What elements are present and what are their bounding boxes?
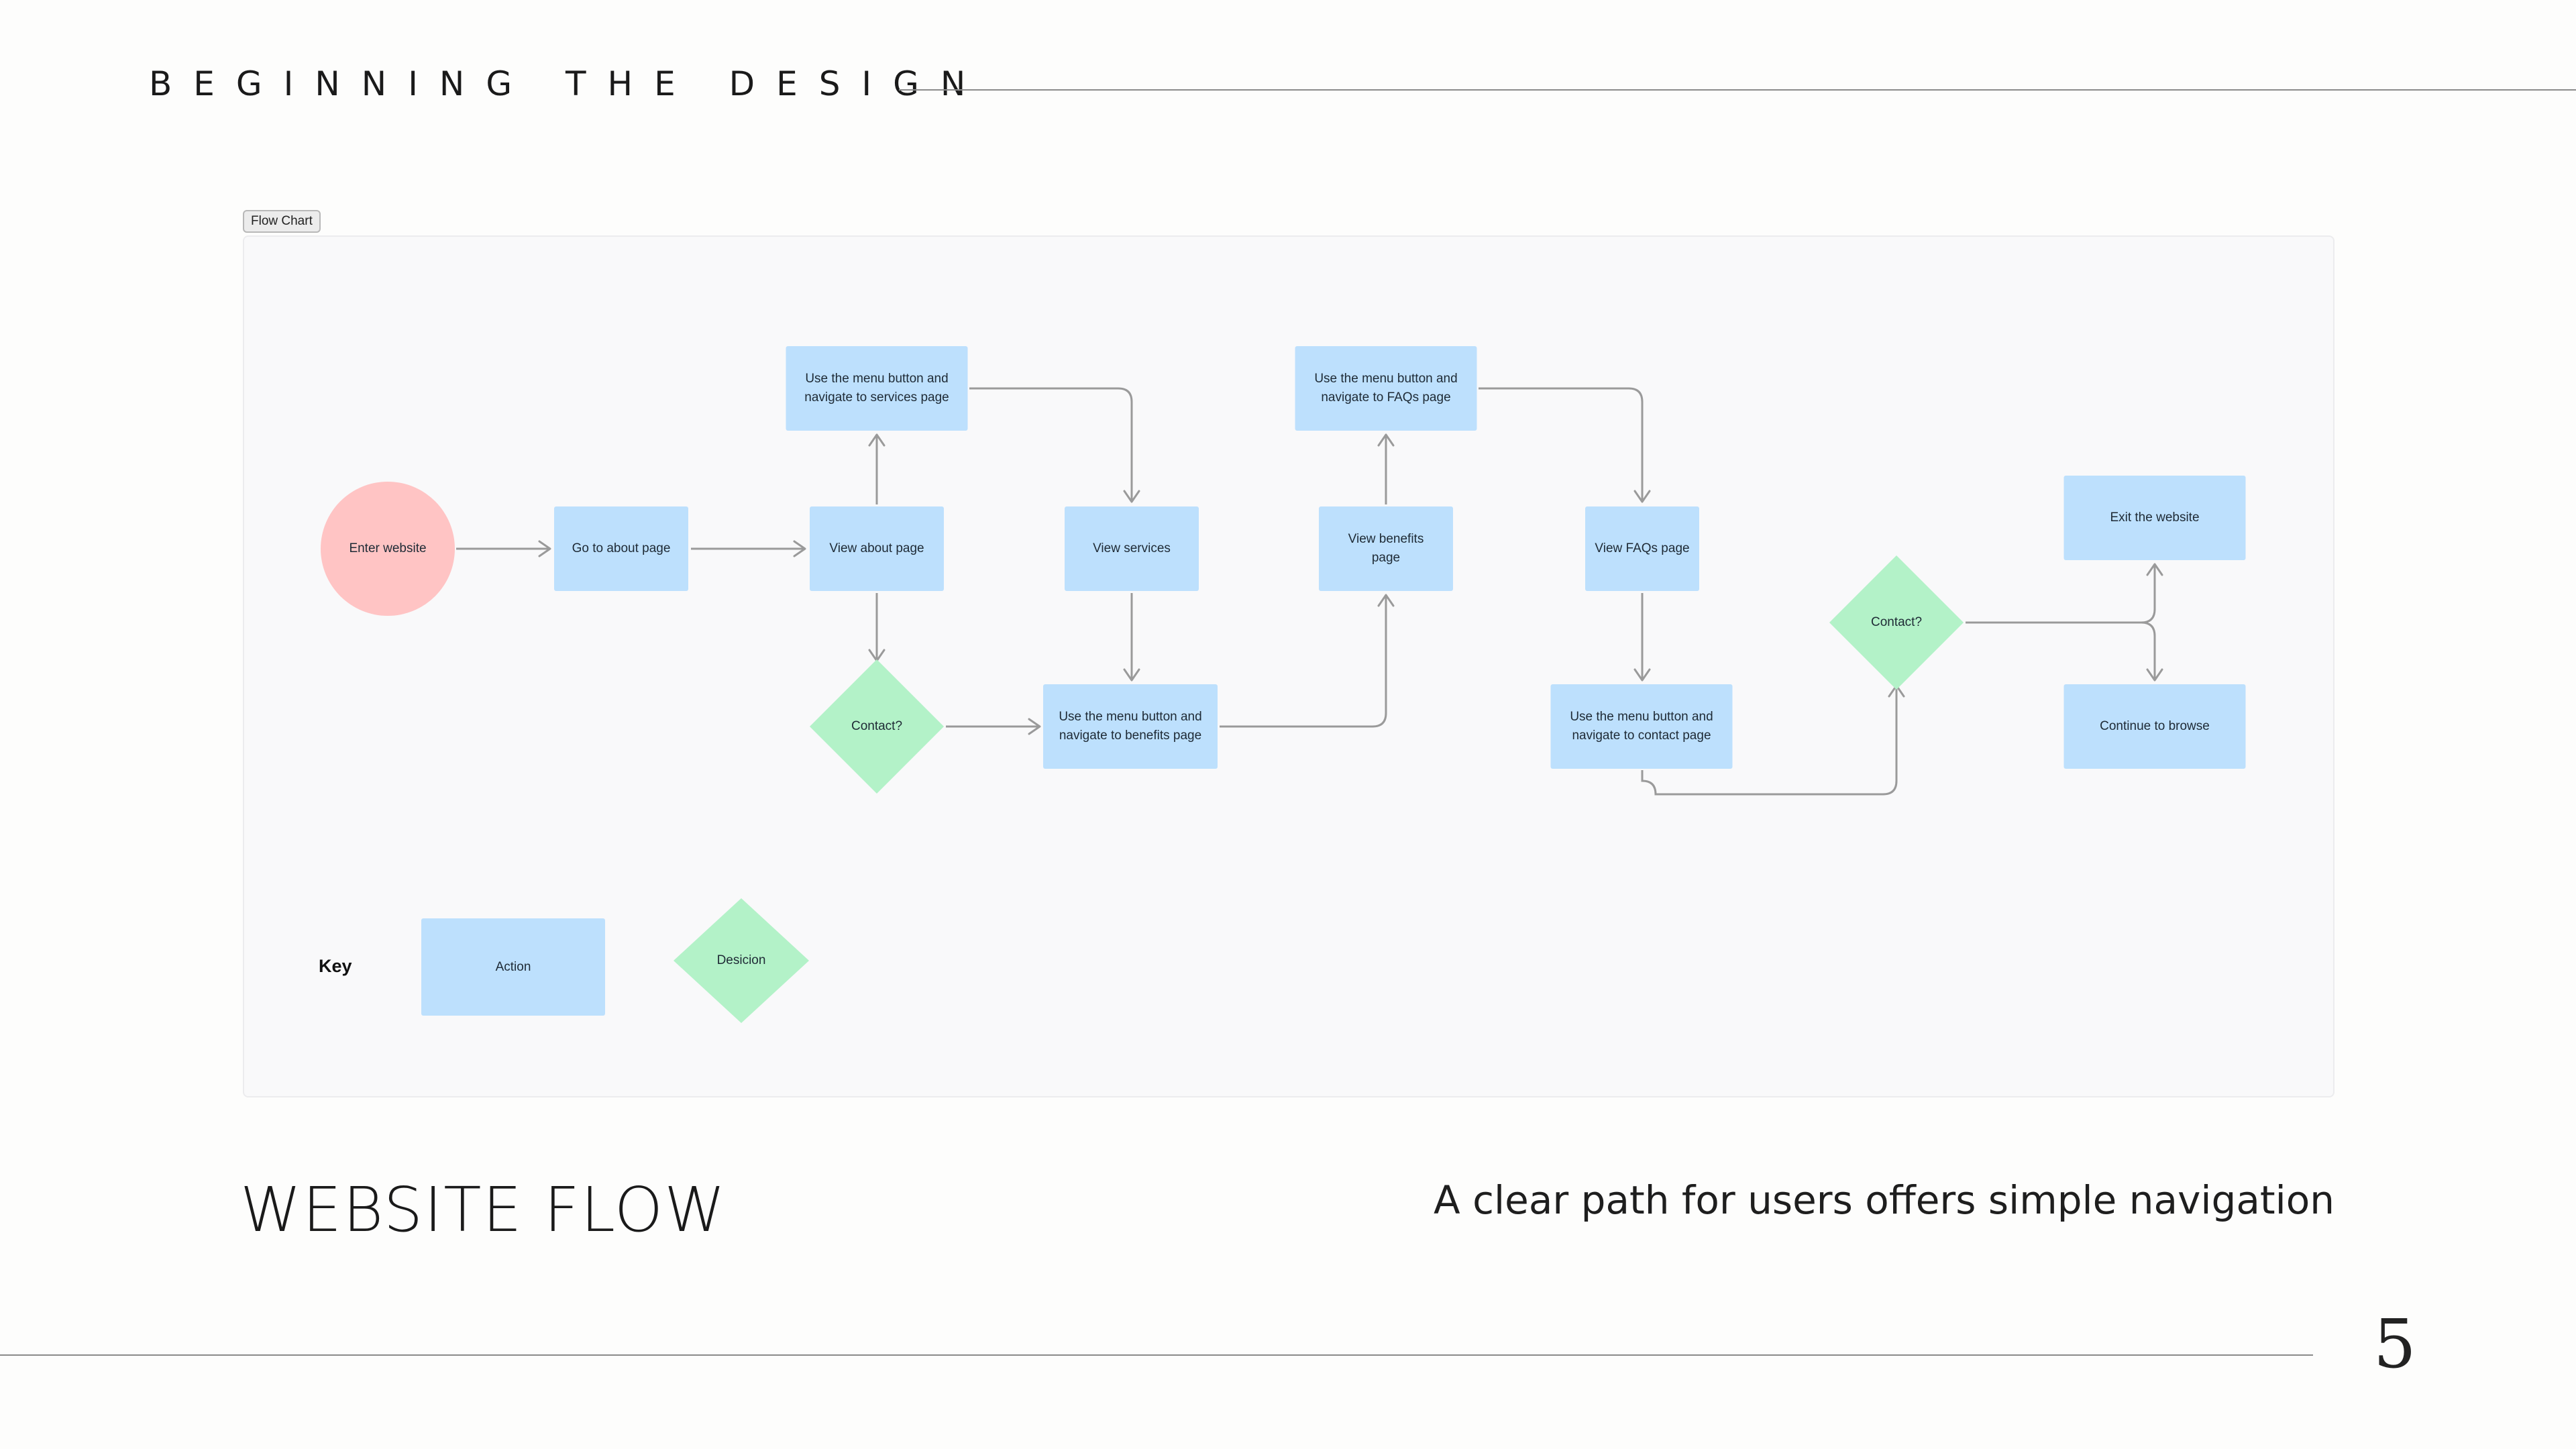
flow-node-label: View benefits — [1348, 532, 1424, 546]
flow-node-faqs-nav[interactable]: Use the menu button and navigate to FAQs … — [1295, 346, 1477, 431]
flow-node-label: View about page — [829, 541, 924, 555]
arrowhead-icon — [1633, 668, 1651, 682]
flow-node-label: navigate to FAQs page — [1321, 390, 1450, 405]
connector-services_nav-to-view_services — [969, 387, 1133, 502]
action-node-shape — [1295, 346, 1477, 431]
header-rule — [899, 89, 2576, 91]
flow-node-label: navigate to contact page — [1572, 729, 1711, 743]
action-node-shape — [1585, 506, 1699, 591]
flow-node-label: Exit the website — [2110, 511, 2199, 525]
start-node-shape — [321, 482, 455, 616]
arrowhead-icon — [1028, 718, 1041, 735]
key-decision-shape — [674, 898, 809, 1023]
arrowhead-icon — [793, 540, 806, 557]
flow-node-label: navigate to benefits page — [1059, 729, 1201, 743]
flow-node-label: Continue to browse — [2100, 719, 2210, 733]
section-title: BEGINNING THE DESIGN — [149, 64, 987, 103]
action-node-shape — [786, 346, 968, 431]
action-node-shape — [554, 506, 688, 591]
flow-node-contact-1[interactable]: Contact? — [810, 659, 944, 794]
action-node-shape — [2063, 476, 2246, 560]
action-node-shape — [1065, 506, 1199, 591]
flow-node-label: Use the menu button and — [1314, 372, 1457, 386]
flow-node-view-faqs[interactable]: View FAQs page — [1585, 506, 1699, 591]
flow-node-view-benefits[interactable]: View benefits page — [1319, 506, 1453, 591]
connector-benefits_nav-to-view_benefits — [1220, 595, 1387, 728]
key-decision-sample: Desicion — [674, 898, 809, 1023]
footer-rule — [0, 1354, 2313, 1356]
flow-node-label: page — [1372, 551, 1400, 565]
key-action-label: Action — [496, 960, 531, 974]
key-action-shape — [421, 918, 605, 1016]
action-node-shape — [2063, 684, 2246, 769]
flow-node-about[interactable]: Go to about page — [554, 506, 688, 591]
flow-node-label: Use the menu button and — [1059, 710, 1201, 724]
flow-node-benefits-nav[interactable]: Use the menu button and navigate to benef… — [1043, 684, 1218, 769]
connector-faqs_nav-to-view_faqs — [1479, 387, 1644, 502]
arrowhead-icon — [1123, 668, 1140, 682]
flow-node-view-about[interactable]: View about page — [810, 506, 944, 591]
tagline: A clear path for users offers simple nav… — [1434, 1177, 2334, 1223]
flow-node-label: Use the menu button and — [805, 372, 948, 386]
arrowhead-icon — [2146, 563, 2163, 576]
flow-node-label: Go to about page — [572, 541, 671, 555]
flow-node-label: Enter website — [349, 541, 426, 555]
flow-node-label: Contact? — [1871, 615, 1922, 629]
decision-node-shape — [1829, 555, 1964, 690]
flow-node-label: View services — [1093, 541, 1171, 555]
flow-node-contact-nav[interactable]: Use the menu button and navigate to conta… — [1550, 684, 1733, 769]
action-node-shape — [1043, 684, 1218, 769]
page-heading: WEBSITE FLOW — [240, 1174, 727, 1246]
action-node-shape — [1550, 684, 1733, 769]
arrowhead-icon — [538, 540, 551, 557]
connector-contact_2-to-exit — [1966, 564, 2156, 624]
flow-node-enter[interactable]: Enter website — [321, 482, 455, 616]
key-title: Key — [319, 956, 352, 976]
arrowhead-icon — [1123, 490, 1140, 503]
arrowhead-icon — [868, 433, 885, 447]
flow-node-exit[interactable]: Exit the website — [2063, 476, 2246, 560]
flow-node-label: Contact? — [851, 719, 902, 733]
arrowhead-icon — [1377, 433, 1395, 447]
flow-node-continue[interactable]: Continue to browse — [2063, 684, 2246, 769]
arrowhead-icon — [1377, 594, 1395, 607]
key-action-sample: Action — [421, 918, 605, 1016]
decision-node-shape — [810, 659, 944, 794]
flow-node-label: navigate to services page — [804, 390, 949, 405]
flow-node-view-services[interactable]: View services — [1065, 506, 1199, 591]
arrowhead-icon — [2146, 668, 2163, 682]
action-node-shape — [810, 506, 944, 591]
frame-label[interactable]: Flow Chart — [243, 210, 321, 233]
flow-node-contact-2[interactable]: Contact? — [1829, 555, 1964, 690]
flow-node-label: View FAQs page — [1595, 541, 1689, 555]
flow-node-label: Use the menu button and — [1570, 710, 1713, 724]
action-node-shape — [1319, 506, 1453, 591]
arrowhead-icon — [1633, 490, 1651, 503]
flow-node-services-nav[interactable]: Use the menu button and navigate to servi… — [786, 346, 968, 431]
connector-contact_2-to-continue — [2141, 621, 2156, 680]
page-number: 5 — [2373, 1305, 2416, 1383]
connector-contact_nav-to-contact_2 — [1641, 686, 1898, 796]
key-decision-label: Desicion — [717, 953, 766, 967]
